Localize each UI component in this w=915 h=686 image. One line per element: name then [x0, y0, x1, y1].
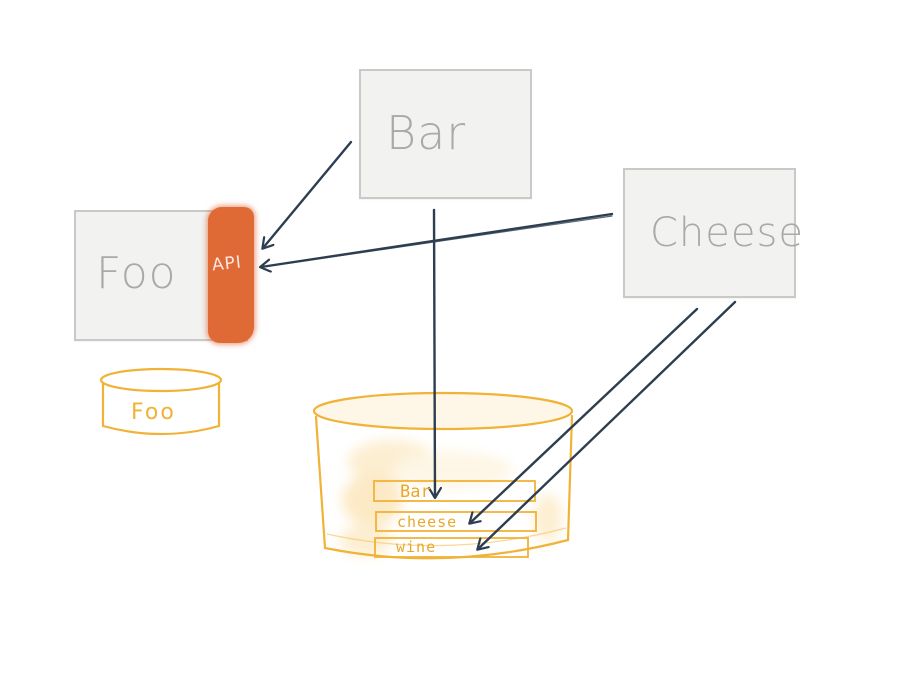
foo-service-label: Foo: [96, 248, 177, 299]
table-row-cheese: [375, 511, 537, 532]
foo-database-label: Foo: [131, 400, 176, 425]
arrow-cheese-to-cheese-table: [470, 307, 699, 523]
cheese-service-label: Cheese: [650, 210, 804, 256]
table-row-bar: [373, 480, 536, 502]
arrow-cheese-to-wine-table: [478, 300, 737, 549]
arrow-bar-to-bar-table: [434, 208, 435, 497]
shared-database: [312, 391, 574, 560]
bar-service-box: [359, 69, 532, 199]
table-label-bar: Bar: [400, 482, 431, 502]
foo-api-badge: [208, 207, 254, 343]
table-label-wine: wine: [396, 538, 437, 556]
cheese-service-box: [623, 168, 796, 298]
arrows: [261, 140, 737, 549]
table-label-cheese: cheese: [397, 513, 458, 531]
api-label: API: [211, 252, 243, 276]
bar-service-label: Bar: [386, 106, 467, 160]
table-row-wine: [374, 537, 529, 558]
arrow-bar-to-foo-api: [263, 140, 353, 248]
foo-database: [99, 367, 223, 436]
